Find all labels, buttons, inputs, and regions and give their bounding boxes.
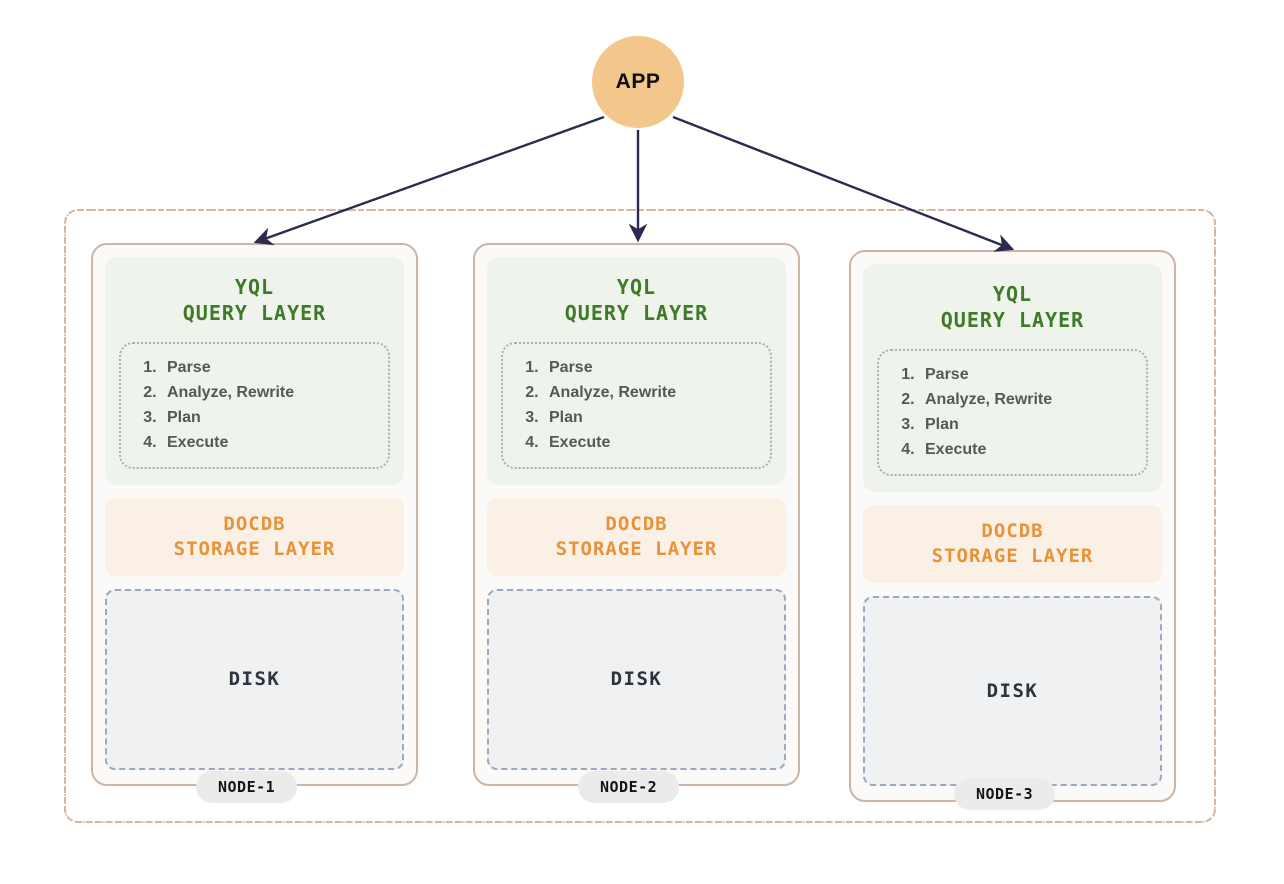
yql-title: YQL QUERY LAYER <box>940 282 1085 332</box>
disk-title: DISK <box>228 668 281 691</box>
yql-title: YQL QUERY LAYER <box>564 275 709 325</box>
node-badge-1: NODE-1 <box>196 771 298 803</box>
docdb-storage-layer-panel: DOCDB STORAGE LAYER <box>487 498 786 576</box>
yql-query-layer-panel: YQL QUERY LAYER Parse Analyze, Rewrite P… <box>863 264 1162 493</box>
query-step: Execute <box>543 431 760 456</box>
query-step: Analyze, Rewrite <box>161 381 378 406</box>
node-badge-3: NODE-3 <box>954 778 1056 810</box>
disk-title: DISK <box>986 679 1039 702</box>
query-steps-list: Parse Analyze, Rewrite Plan Execute <box>137 356 378 455</box>
disk-panel: DISK <box>863 595 1162 786</box>
query-step: Execute <box>919 438 1136 463</box>
yql-query-layer-panel: YQL QUERY LAYER Parse Analyze, Rewrite P… <box>487 257 786 486</box>
cluster-boundary <box>64 209 1216 823</box>
node-card-2[interactable]: YQL QUERY LAYER Parse Analyze, Rewrite P… <box>473 243 800 786</box>
docdb-title: DOCDB STORAGE LAYER <box>931 520 1094 568</box>
query-step: Parse <box>919 363 1136 388</box>
query-steps-list: Parse Analyze, Rewrite Plan Execute <box>519 356 760 455</box>
node-card-3[interactable]: YQL QUERY LAYER Parse Analyze, Rewrite P… <box>849 250 1176 802</box>
docdb-storage-layer-panel: DOCDB STORAGE LAYER <box>863 505 1162 583</box>
query-step: Plan <box>543 406 760 431</box>
docdb-title: DOCDB STORAGE LAYER <box>555 513 718 561</box>
query-step: Parse <box>543 356 760 381</box>
yql-query-layer-panel: YQL QUERY LAYER Parse Analyze, Rewrite P… <box>105 257 404 486</box>
query-step: Analyze, Rewrite <box>543 381 760 406</box>
node-badge-2: NODE-2 <box>578 771 680 803</box>
docdb-title: DOCDB STORAGE LAYER <box>173 513 336 561</box>
disk-title: DISK <box>610 668 663 691</box>
app-node[interactable]: APP <box>592 36 684 128</box>
disk-panel: DISK <box>105 588 404 770</box>
app-label: APP <box>615 70 661 93</box>
docdb-storage-layer-panel: DOCDB STORAGE LAYER <box>105 498 404 576</box>
query-steps-box: Parse Analyze, Rewrite Plan Execute <box>877 349 1148 477</box>
yql-title: YQL QUERY LAYER <box>182 275 327 325</box>
query-step: Execute <box>161 431 378 456</box>
query-step: Plan <box>919 413 1136 438</box>
query-step: Parse <box>161 356 378 381</box>
query-steps-box: Parse Analyze, Rewrite Plan Execute <box>119 342 390 470</box>
disk-panel: DISK <box>487 588 786 770</box>
node-card-1[interactable]: YQL QUERY LAYER Parse Analyze, Rewrite P… <box>91 243 418 786</box>
query-step: Plan <box>161 406 378 431</box>
query-steps-list: Parse Analyze, Rewrite Plan Execute <box>895 363 1136 462</box>
query-step: Analyze, Rewrite <box>919 388 1136 413</box>
query-steps-box: Parse Analyze, Rewrite Plan Execute <box>501 342 772 470</box>
